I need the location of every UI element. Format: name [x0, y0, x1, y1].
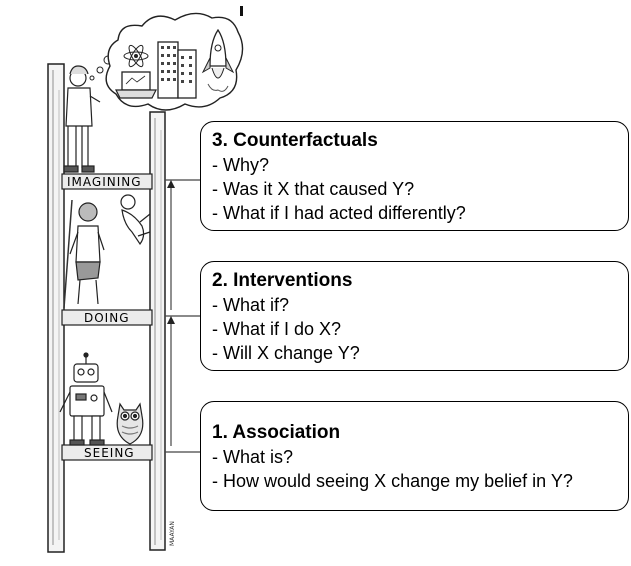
box-interventions: 2. Interventions - What if? - What if I … [200, 261, 629, 371]
box-line: - What is? [212, 447, 294, 467]
baby-figure-icon [120, 194, 151, 246]
rung-label-doing: DOING [84, 311, 130, 325]
box-line: - Was it X that caused Y? [212, 179, 415, 199]
box-title-interventions: 2. Interventions [212, 270, 353, 291]
box-line: - What if I do X? [212, 319, 342, 339]
rung-seeing: SEEING [61, 444, 153, 461]
building-icon [157, 41, 197, 99]
box-counterfactuals: 3. Counterfactuals - Why? - Was it X tha… [200, 121, 629, 231]
box-line: - Will X change Y? [212, 343, 360, 363]
box-line: - What if? [212, 295, 290, 315]
ladder-left-rail [47, 63, 65, 553]
laptop-icon [115, 71, 157, 99]
caveman-figure-icon [63, 199, 105, 309]
artist-signature: MAAYAN [169, 521, 176, 546]
box-line: - Why? [212, 155, 270, 175]
atom-icon [123, 44, 149, 68]
box-title-association: 1. Association [212, 422, 341, 443]
box-title-counterfactuals: 3. Counterfactuals [212, 130, 378, 151]
scientist-figure-icon [63, 65, 101, 173]
ladder-right-rail [149, 111, 166, 551]
rocket-icon [201, 28, 235, 92]
owl-icon [116, 402, 144, 445]
rung-label-imagining: IMAGINING [67, 175, 142, 189]
box-line: - How would seeing X change my belief in… [212, 471, 573, 491]
rung-doing: DOING [61, 309, 153, 326]
box-association: 1. Association - What is? - How would se… [200, 401, 629, 511]
rung-label-seeing: SEEING [84, 446, 135, 460]
rung-imagining: IMAGINING [61, 173, 153, 190]
robot-icon [59, 352, 113, 446]
box-line: - What if I had acted differently? [212, 203, 466, 223]
ladder-illustration: IMAGINING DOING SEEING [47, 12, 244, 553]
